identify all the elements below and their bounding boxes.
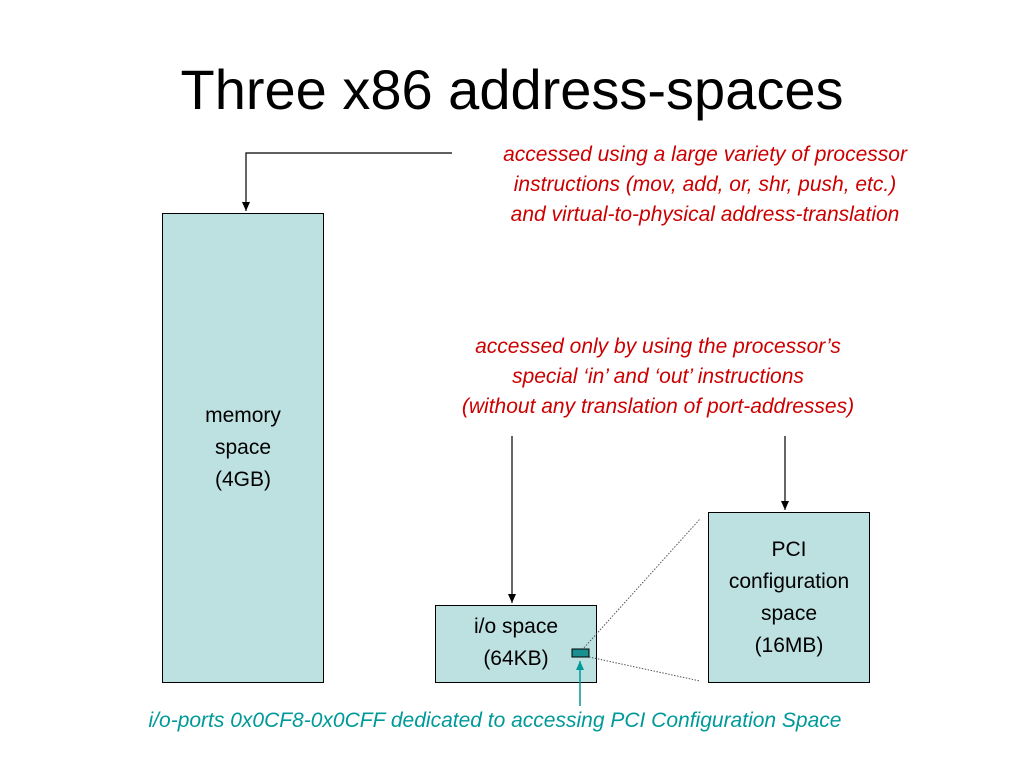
memory-access-note: accessed using a large variety of proces… (440, 140, 970, 230)
box-label-line: space (760, 601, 818, 625)
box-label-line: i/o space (473, 615, 559, 638)
note-line: accessed only by using the processor’s (475, 335, 841, 358)
pci-config-space-box: PCI configuration space (16MB) (708, 512, 870, 683)
io-access-note: accessed only by using the processor’s s… (398, 332, 918, 422)
memory-arrow (242, 152, 452, 211)
io-space-box: i/o space (64KB) (435, 605, 597, 683)
pci-config-port-marker (571, 648, 590, 658)
box-label-line: (16MB) (754, 633, 824, 657)
note-line: (without any translation of port-address… (461, 395, 855, 418)
box-label-line: configuration (728, 569, 850, 593)
box-label-line: PCI (771, 537, 807, 561)
box-label-line: (4GB) (214, 468, 271, 491)
box-label-line: space (214, 436, 272, 459)
box-label-line: memory (205, 404, 281, 427)
zoom-line-bottom (588, 656, 701, 682)
box-label-line: (64KB) (483, 647, 549, 670)
note-line: accessed using a large variety of proces… (503, 143, 907, 166)
note-line: and virtual-to-physical address-translat… (510, 203, 900, 226)
pci-config-ports-note: i/o-ports 0x0CF8-0x0CFF dedicated to acc… (148, 709, 842, 732)
note-line: special ‘in’ and ‘out’ instructions (512, 365, 804, 388)
zoom-line-top (581, 518, 701, 651)
note-line: instructions (mov, add, or, shr, push, e… (513, 173, 897, 196)
slide-title: Three x86 address-spaces (180, 58, 844, 121)
memory-space-box: memory space (4GB) (162, 213, 324, 683)
